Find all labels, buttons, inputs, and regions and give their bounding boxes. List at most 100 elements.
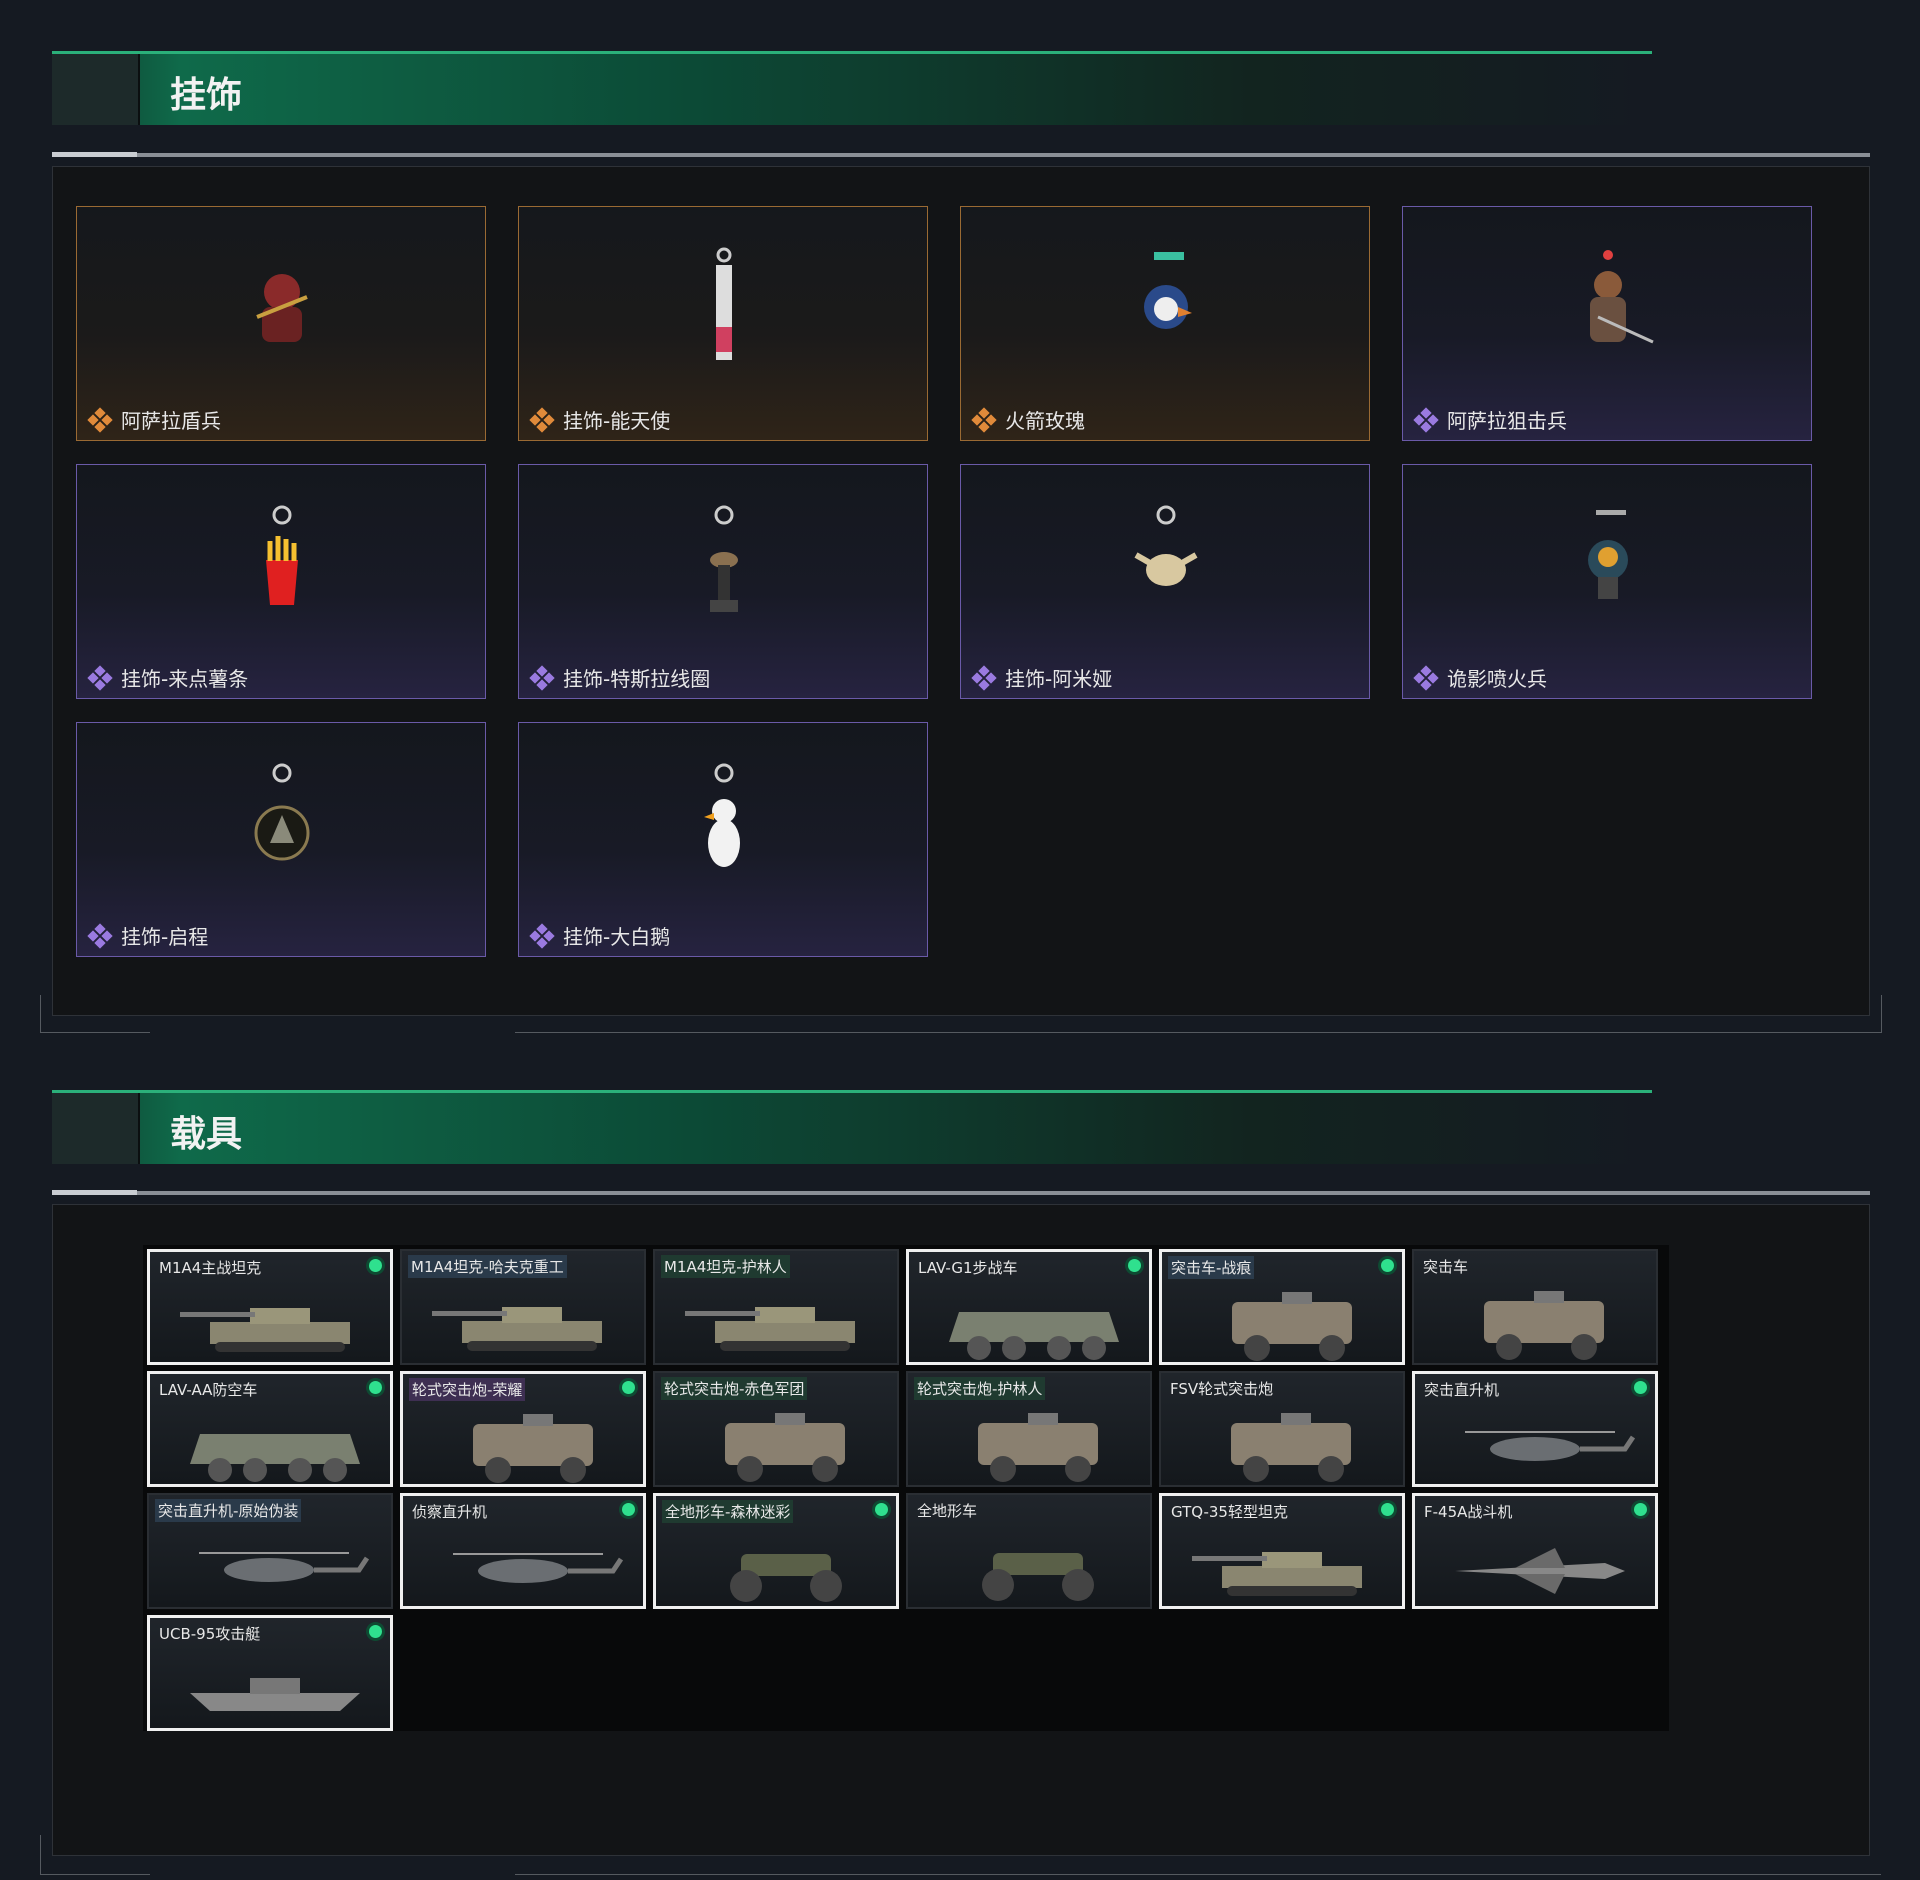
charm-card[interactable]: 挂饰-启程 <box>76 722 486 957</box>
charm-name: 阿萨拉狙击兵 <box>1447 409 1567 433</box>
atv-icon <box>982 1553 1094 1601</box>
vehicle-name: M1A4主战坦克 <box>159 1259 262 1277</box>
vehicle-grid: M1A4主战坦克 M1A4坦克-哈夫克重工 M1A4坦克-护林人 LAV-G1步… <box>143 1245 1669 1731</box>
vehicle-card[interactable]: LAV-AA防空车 <box>147 1371 393 1487</box>
medal-charm-icon <box>254 763 310 861</box>
tag-charm-icon <box>716 247 732 360</box>
tank-icon <box>432 1307 602 1351</box>
heli-icon <box>199 1552 369 1582</box>
vehicle-card[interactable]: M1A4坦克-哈夫克重工 <box>400 1249 646 1365</box>
status-dot-icon <box>369 1381 382 1394</box>
charm-name: 挂饰-能天使 <box>563 409 671 433</box>
vehicle-name: UCB-95攻击艇 <box>159 1625 261 1643</box>
sniper-charm-icon <box>1590 250 1654 344</box>
truck-icon <box>978 1413 1098 1482</box>
charm-name: 诡影喷火兵 <box>1447 667 1547 691</box>
charm-card[interactable]: 挂饰-能天使 <box>518 206 928 441</box>
status-dot-icon <box>622 1381 635 1394</box>
charm-card[interactable]: 阿萨拉盾兵 <box>76 206 486 441</box>
rarity-diamond-icon <box>1413 664 1439 691</box>
truck-icon <box>1231 1413 1351 1482</box>
charm-label: 挂饰-来点薯条 <box>87 663 249 692</box>
vehicle-card[interactable]: 全地形车-森林迷彩 <box>653 1493 899 1609</box>
vehicle-card[interactable]: 突击直升机 <box>1412 1371 1658 1487</box>
section-title: 挂饰 <box>170 75 243 116</box>
charm-card[interactable]: 诡影喷火兵 <box>1402 464 1812 699</box>
charm-label: 挂饰-特斯拉线圈 <box>529 663 710 692</box>
vehicle-card[interactable]: 侦察直升机 <box>400 1493 646 1609</box>
corner-decoration <box>1868 995 1882 1033</box>
vehicle-card[interactable]: 突击车-战痕 <box>1159 1249 1405 1365</box>
vehicle-name: F-45A战斗机 <box>1424 1503 1513 1521</box>
vehicle-card[interactable]: 轮式突击炮-赤色军团 <box>653 1371 899 1487</box>
rarity-diamond-icon <box>971 406 997 433</box>
vehicle-card[interactable]: F-45A战斗机 <box>1412 1493 1658 1609</box>
charm-name: 挂饰-阿米娅 <box>1005 667 1113 691</box>
charm-label: 挂饰-能天使 <box>529 405 671 434</box>
status-dot-icon <box>369 1259 382 1272</box>
vehicle-name: 轮式突击炮-赤色军团 <box>661 1377 808 1400</box>
divider <box>52 1190 1870 1195</box>
vehicle-card[interactable]: GTQ-35轻型坦克 <box>1159 1493 1405 1609</box>
soldier-charm-icon <box>256 274 308 342</box>
vehicle-card[interactable]: 全地形车 <box>906 1493 1152 1609</box>
section-title: 载具 <box>170 1114 243 1155</box>
rarity-diamond-icon <box>87 922 113 949</box>
vehicle-card[interactable]: FSV轮式突击炮 <box>1159 1371 1405 1487</box>
vehicle-card[interactable]: 轮式突击炮-荣耀 <box>400 1371 646 1487</box>
charm-label: 诡影喷火兵 <box>1413 663 1547 692</box>
charm-card[interactable]: 挂饰-阿米娅 <box>960 464 1370 699</box>
status-dot-icon <box>1128 1259 1141 1272</box>
heli-icon <box>453 1553 623 1583</box>
vehicle-card[interactable]: UCB-95攻击艇 <box>147 1615 393 1731</box>
vehicle-card[interactable]: 突击直升机-原始伪装 <box>147 1493 393 1609</box>
charm-name: 挂饰-大白鹅 <box>563 925 671 949</box>
status-dot-icon <box>1381 1503 1394 1516</box>
charm-card[interactable]: 火箭玫瑰 <box>960 206 1370 441</box>
header-cap <box>52 54 140 125</box>
tank-icon <box>685 1307 855 1351</box>
vehicle-card[interactable]: 突击车 <box>1412 1249 1658 1365</box>
charm-label: 火箭玫瑰 <box>971 405 1085 434</box>
vehicle-card[interactable]: M1A4主战坦克 <box>147 1249 393 1365</box>
charm-card[interactable]: 挂饰-大白鹅 <box>518 722 928 957</box>
status-dot-icon <box>875 1503 888 1516</box>
vehicle-name: LAV-AA防空车 <box>159 1381 258 1399</box>
rarity-diamond-icon <box>529 406 555 433</box>
penguin-charm-icon <box>1144 252 1192 329</box>
vehicle-name: GTQ-35轻型坦克 <box>1171 1503 1288 1521</box>
vehicle-name: 全地形车 <box>917 1502 978 1520</box>
vehicle-name: 突击直升机-原始伪装 <box>155 1499 302 1522</box>
vehicle-name: 轮式突击炮-护林人 <box>914 1377 1046 1400</box>
charm-label: 阿萨拉狙击兵 <box>1413 405 1567 434</box>
charm-card[interactable]: 挂饰-特斯拉线圈 <box>518 464 928 699</box>
charm-card[interactable]: 挂饰-来点薯条 <box>76 464 486 699</box>
truck-icon <box>1232 1292 1352 1361</box>
vehicle-name: 侦察直升机 <box>412 1503 488 1521</box>
vehicle-name: 全地形车-森林迷彩 <box>662 1500 794 1523</box>
vehicles-section-header: 载具 <box>52 1090 1652 1164</box>
charm-card[interactable]: 阿萨拉狙击兵 <box>1402 206 1812 441</box>
charm-label: 挂饰-启程 <box>87 921 208 950</box>
charm-label: 挂饰-大白鹅 <box>529 921 671 950</box>
jet-icon <box>1455 1548 1625 1594</box>
vehicle-card[interactable]: LAV-G1步战车 <box>906 1249 1152 1365</box>
vehicle-name: FSV轮式突击炮 <box>1170 1380 1274 1398</box>
tank-icon <box>180 1308 350 1352</box>
boat-icon <box>190 1678 360 1711</box>
rarity-diamond-icon <box>87 664 113 691</box>
charm-name: 挂饰-来点薯条 <box>121 667 249 691</box>
corner-decoration <box>515 1032 1881 1033</box>
vehicle-card[interactable]: 轮式突击炮-护林人 <box>906 1371 1152 1487</box>
status-dot-icon <box>1634 1503 1647 1516</box>
fries-charm-icon <box>266 505 298 605</box>
vehicle-card[interactable]: M1A4坦克-护林人 <box>653 1249 899 1365</box>
corner-decoration <box>40 995 150 1033</box>
vehicle-name: M1A4坦克-护林人 <box>661 1255 790 1278</box>
truck-icon <box>725 1413 845 1482</box>
rarity-diamond-icon <box>87 406 113 433</box>
rarity-diamond-icon <box>1413 406 1439 433</box>
status-dot-icon <box>369 1625 382 1638</box>
rarity-diamond-icon <box>529 922 555 949</box>
vehicle-name: 轮式突击炮-荣耀 <box>409 1378 526 1401</box>
